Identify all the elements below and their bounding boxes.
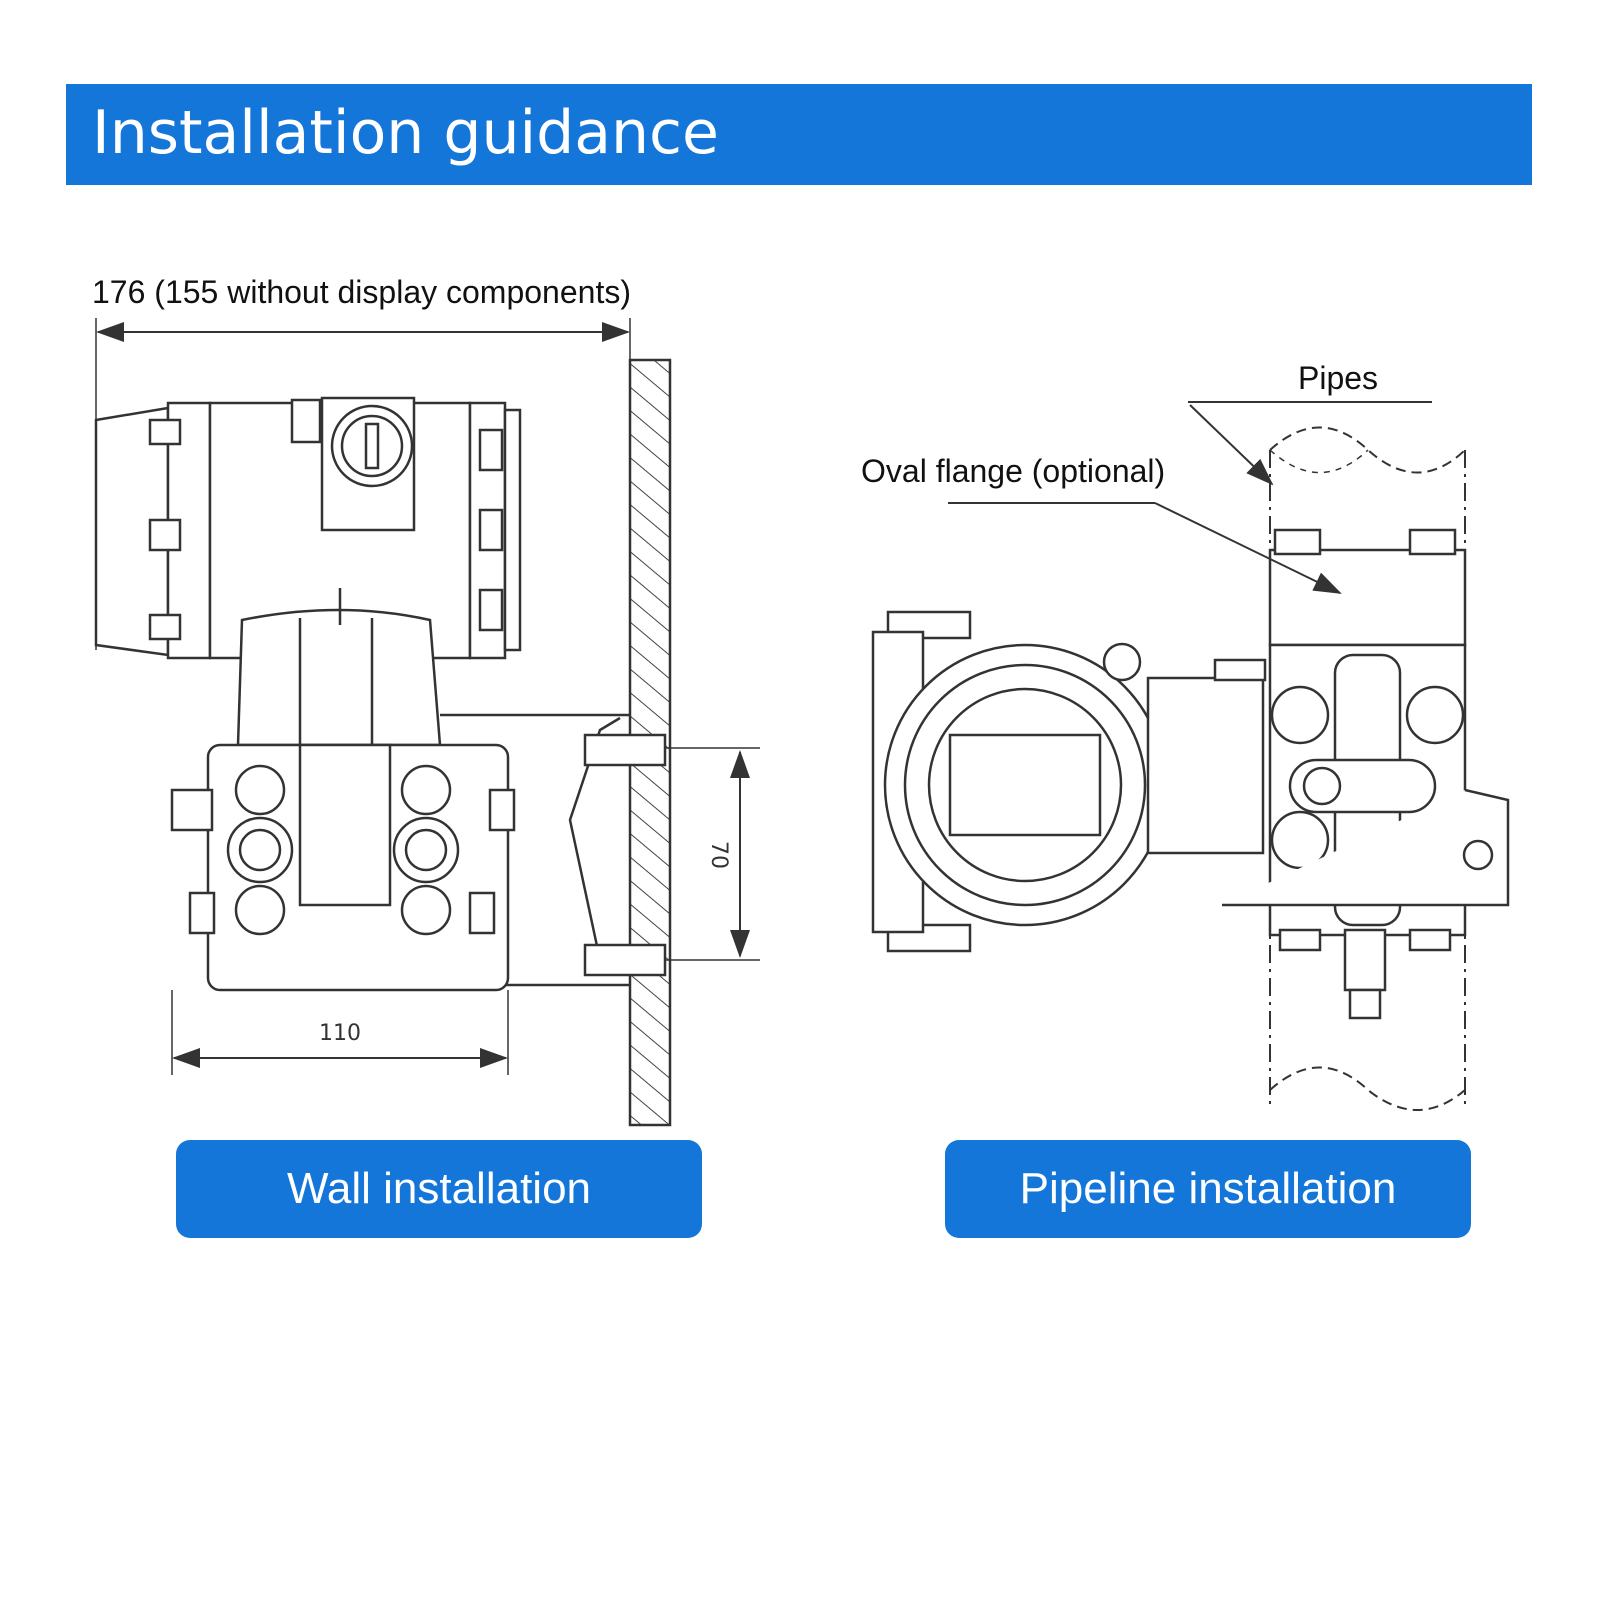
pipeline-installation-button[interactable]: Pipeline installation [945,1140,1471,1238]
oval-flange-label: Oval flange (optional) [861,453,1166,489]
dimension-top-label: 176 (155 without display components) [92,274,631,310]
header-bar: Installation guidance [66,84,1532,185]
dimension-side-label: 70 [706,841,731,869]
page-title: Installation guidance [92,98,719,168]
wall-installation-button[interactable]: Wall installation [176,1140,702,1238]
pipes-label: Pipes [1298,360,1379,396]
pipeline-drawing [871,401,1510,1111]
dimension-bottom-label: 110 [319,1021,361,1046]
wall-drawing [94,318,760,1127]
